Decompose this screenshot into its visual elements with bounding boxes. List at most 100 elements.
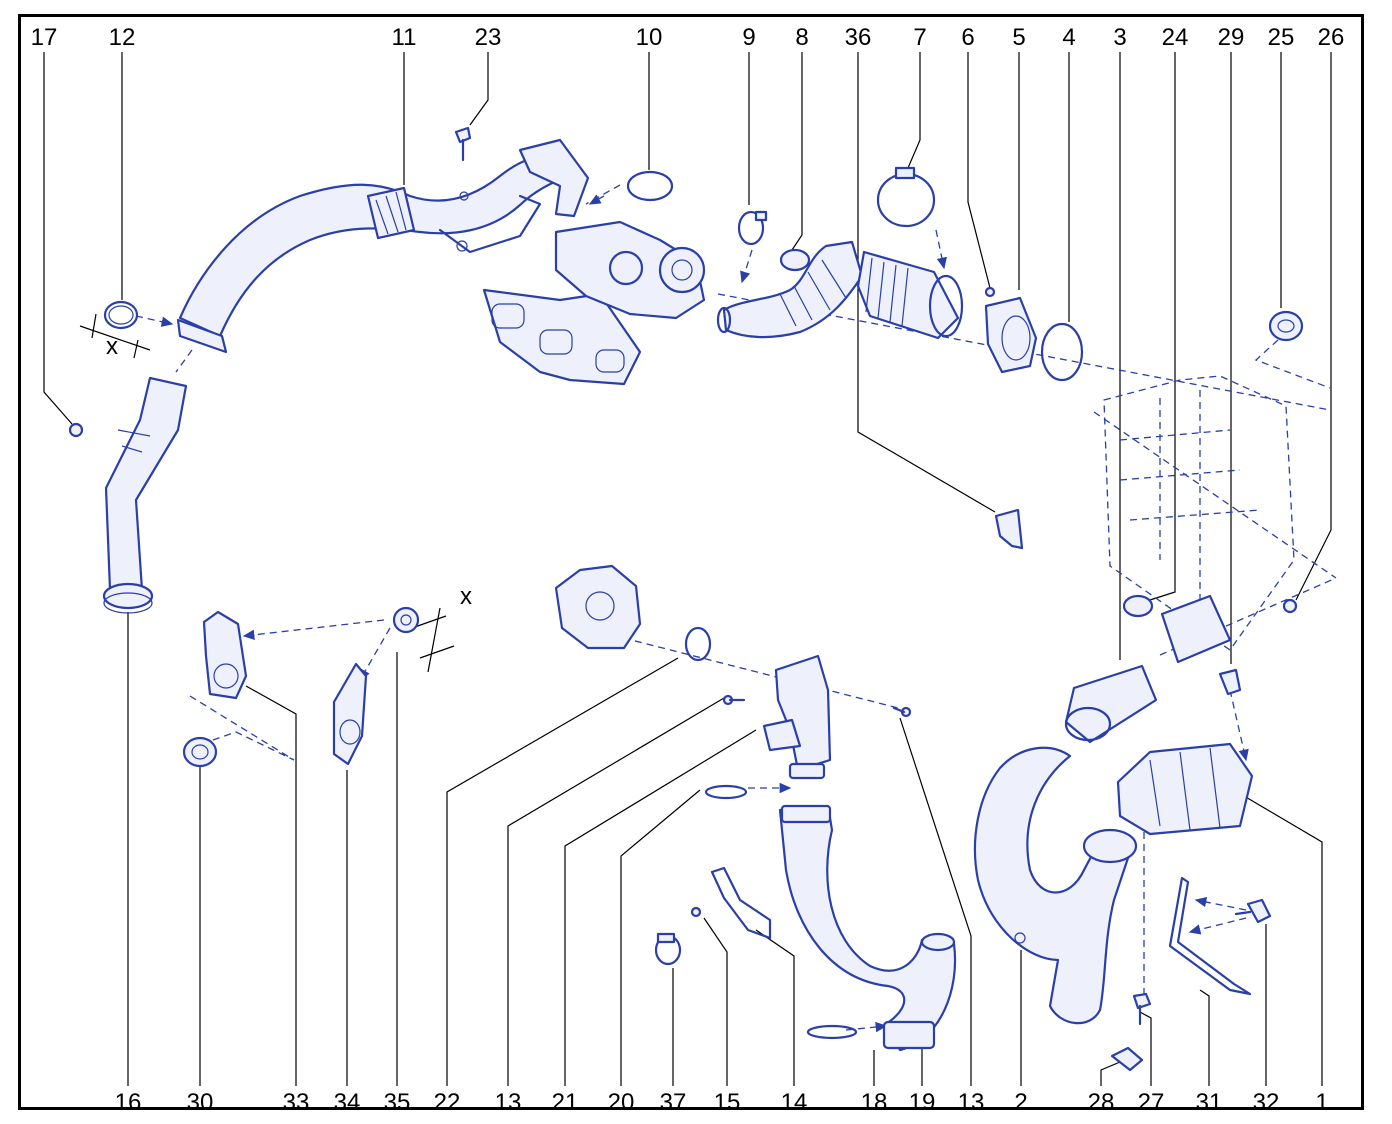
label-21: 21 (552, 1089, 579, 1116)
block-detail-v (1159, 390, 1201, 600)
assembly-line-35-34 (359, 627, 391, 682)
label-35: 35 (384, 1089, 411, 1116)
drawing-frame (18, 14, 1364, 1110)
pipe-detail (117, 429, 151, 453)
hose-end (1064, 706, 1112, 742)
dimension-tick (91, 313, 97, 339)
turbine-housing (608, 250, 644, 286)
leader-28 (1100, 1061, 1121, 1086)
assembly-line-10 (585, 184, 621, 205)
assembly-line-7 (935, 229, 947, 270)
manifold-port (595, 349, 625, 373)
leader-14 (755, 929, 795, 1086)
leader-15 (703, 917, 728, 1086)
part-24-grommet (1122, 594, 1154, 618)
label-24: 24 (1162, 24, 1189, 51)
label-22: 22 (434, 1089, 461, 1116)
plug-center (1277, 319, 1295, 333)
label-1: 1 (1315, 1089, 1328, 1116)
part-25-plug (1268, 310, 1304, 342)
part-26-screw (1282, 598, 1298, 614)
label-32: 32 (1253, 1089, 1280, 1116)
dimension-tick (133, 339, 139, 359)
part-31-bracket (1168, 876, 1252, 996)
bolt-head (1132, 992, 1152, 1010)
label-7: 7 (913, 24, 926, 51)
dimension-line (79, 325, 151, 351)
part-28-clip (1110, 1046, 1144, 1072)
part-34-bracket (332, 662, 368, 766)
assembly-line-12-16 (175, 349, 193, 373)
assembly-line-block (1093, 411, 1337, 579)
part-13-elbow (762, 654, 832, 780)
part-3-hose (1064, 594, 1232, 744)
dimension-x-left: x (79, 313, 151, 360)
hose-segment-lower (1064, 664, 1158, 744)
connector-outlet (928, 274, 964, 338)
connector-body (856, 250, 960, 340)
duct-body (973, 746, 1132, 1025)
top-labels: 17 12 11 23 10 9 8 36 7 6 5 4 3 24 29 25… (31, 24, 1345, 51)
label-19: 19 (909, 1089, 936, 1116)
label-27: 27 (1138, 1089, 1165, 1116)
duct-mount (1014, 932, 1026, 944)
label-8: 8 (795, 24, 808, 51)
assembly-line-35-33 (242, 619, 385, 640)
part-4-gasket (1040, 322, 1084, 382)
label-14: 14 (781, 1089, 808, 1116)
label-6: 6 (961, 24, 974, 51)
part-19-pipe (778, 804, 957, 1052)
grommet-outer (182, 736, 218, 768)
bracket-body (332, 662, 368, 766)
elbow-body (774, 654, 832, 772)
label-13: 13 (495, 1089, 522, 1116)
dimension-mark-x: x (460, 583, 472, 610)
leader-23 (469, 52, 489, 126)
elbow-connector (762, 718, 802, 752)
clamp-band (876, 172, 936, 228)
assembly-line-12 (135, 315, 174, 327)
pipe-upper-collar (780, 804, 832, 824)
leader-22 (446, 657, 679, 1086)
part-9-clamp (737, 210, 768, 246)
label-20: 20 (608, 1089, 635, 1116)
dimension-tick (411, 615, 447, 629)
label-11: 11 (392, 24, 417, 51)
grommet-inner (191, 744, 209, 760)
label-5: 5 (1012, 24, 1025, 51)
part-7-clamp (876, 166, 936, 228)
pump-assembly (554, 564, 642, 650)
label-16: 16 (115, 1089, 142, 1116)
block-detail (1119, 429, 1261, 521)
leader-lines (43, 52, 1332, 1086)
leader-13 (507, 697, 725, 1086)
leader-8 (791, 52, 803, 251)
connector-ribs (865, 257, 909, 327)
bracket-body (202, 610, 248, 700)
coupler-ribs (375, 191, 407, 235)
part-30-grommet (182, 736, 218, 768)
clamp-screw (754, 210, 768, 222)
clamp-band (737, 210, 765, 246)
pipe-flange (102, 582, 154, 610)
bracket-hole (339, 719, 361, 745)
leader-33 (245, 685, 297, 1086)
manifold-port (491, 303, 525, 329)
label-15: 15 (714, 1089, 741, 1116)
label-17: 17 (31, 24, 58, 51)
pump-body (554, 564, 642, 650)
label-12: 12 (109, 24, 136, 51)
part-35-bushing (392, 606, 420, 634)
elbow-end-clamp (716, 306, 732, 334)
part-15-screw (690, 906, 702, 918)
assembly-line-30-33 (189, 695, 295, 761)
bolt-hole (459, 191, 469, 201)
assembly-line-22-13 (599, 631, 907, 711)
assembly-line-32a (1194, 896, 1247, 911)
leader-1 (1243, 795, 1323, 1086)
dimension-line (427, 607, 441, 673)
bolt-head (1246, 898, 1272, 924)
label-4: 4 (1062, 24, 1075, 51)
pipe-body (104, 376, 188, 592)
part-29-clip (1218, 668, 1242, 696)
